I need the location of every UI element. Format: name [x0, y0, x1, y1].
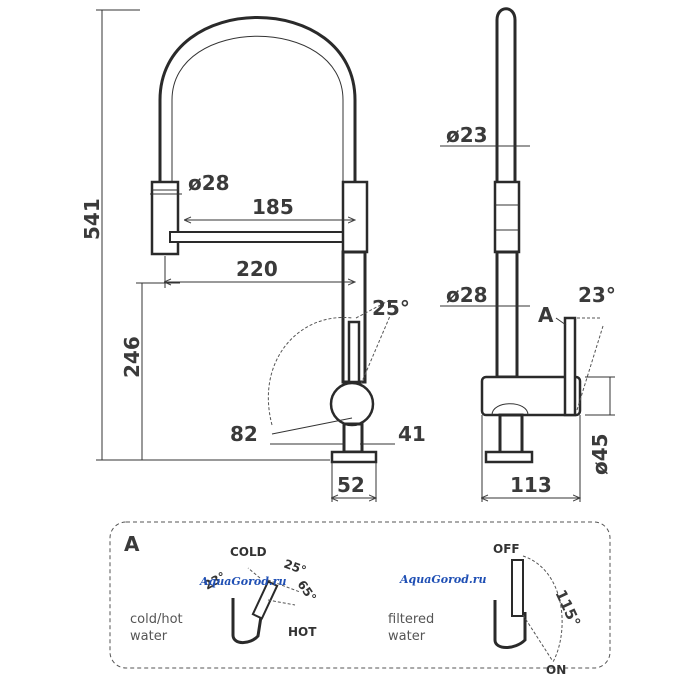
dim-side-angle: 23°: [578, 283, 616, 307]
detail-left-mixer: COLD 25° 65° 23° HOT AquaGorod.ru cold/h…: [130, 545, 319, 645]
caption-left-2: water: [130, 629, 168, 644]
dim-82: 82: [230, 422, 258, 446]
dim-185: 185: [252, 195, 294, 219]
front-spray-head: [150, 180, 180, 256]
dim-41: 41: [398, 422, 426, 446]
side-handle: [563, 316, 577, 417]
side-top-pipe: [495, 7, 517, 182]
front-view: 541 246 ø28 185 220 25° 82 41 52: [80, 9, 426, 502]
side-base: [484, 450, 534, 464]
front-hose: [158, 16, 357, 182]
side-upper-body: [493, 180, 521, 254]
label-cold: COLD: [230, 545, 267, 559]
caption-right-1: filtered: [388, 612, 434, 627]
dim-541: 541: [80, 198, 104, 240]
side-view: ø23 ø28 A 23° ø45 113: [440, 7, 616, 502]
dim-side-base-diameter: ø45: [588, 433, 612, 475]
label-on: ON: [546, 663, 566, 677]
watermark-right: AquaGorod.ru: [399, 573, 487, 586]
label-off: OFF: [493, 542, 520, 556]
dim-52: 52: [337, 473, 365, 497]
dim-top-diameter: ø23: [446, 123, 488, 147]
front-mixer-ball: [329, 381, 375, 427]
detail-a-title: A: [124, 532, 140, 556]
detail-a-panel: A COLD 25° 65° 23° HOT AquaGorod.ru cold…: [109, 521, 611, 677]
front-base: [330, 450, 378, 464]
front-spout-bar: [169, 231, 347, 243]
watermark-left: AquaGorod.ru: [199, 575, 287, 588]
detail-right-mixer: OFF ON 115° AquaGorod.ru filtered water: [388, 542, 584, 677]
side-mixer-body: [480, 375, 582, 417]
dim-angle-25: 25°: [372, 296, 410, 320]
label-a: A: [538, 303, 554, 327]
label-hot: HOT: [288, 625, 317, 639]
caption-left-1: cold/hot: [130, 612, 183, 627]
dim-220: 220: [236, 257, 278, 281]
front-body-column: [341, 180, 369, 254]
label-angle-115: 115°: [551, 587, 584, 630]
dim-side-body-diameter: ø28: [446, 283, 488, 307]
front-handle: [347, 320, 361, 384]
caption-right-2: water: [388, 629, 426, 644]
dim-113: 113: [510, 473, 552, 497]
dim-hose-diameter: ø28: [188, 171, 230, 195]
dim-246: 246: [120, 336, 144, 378]
